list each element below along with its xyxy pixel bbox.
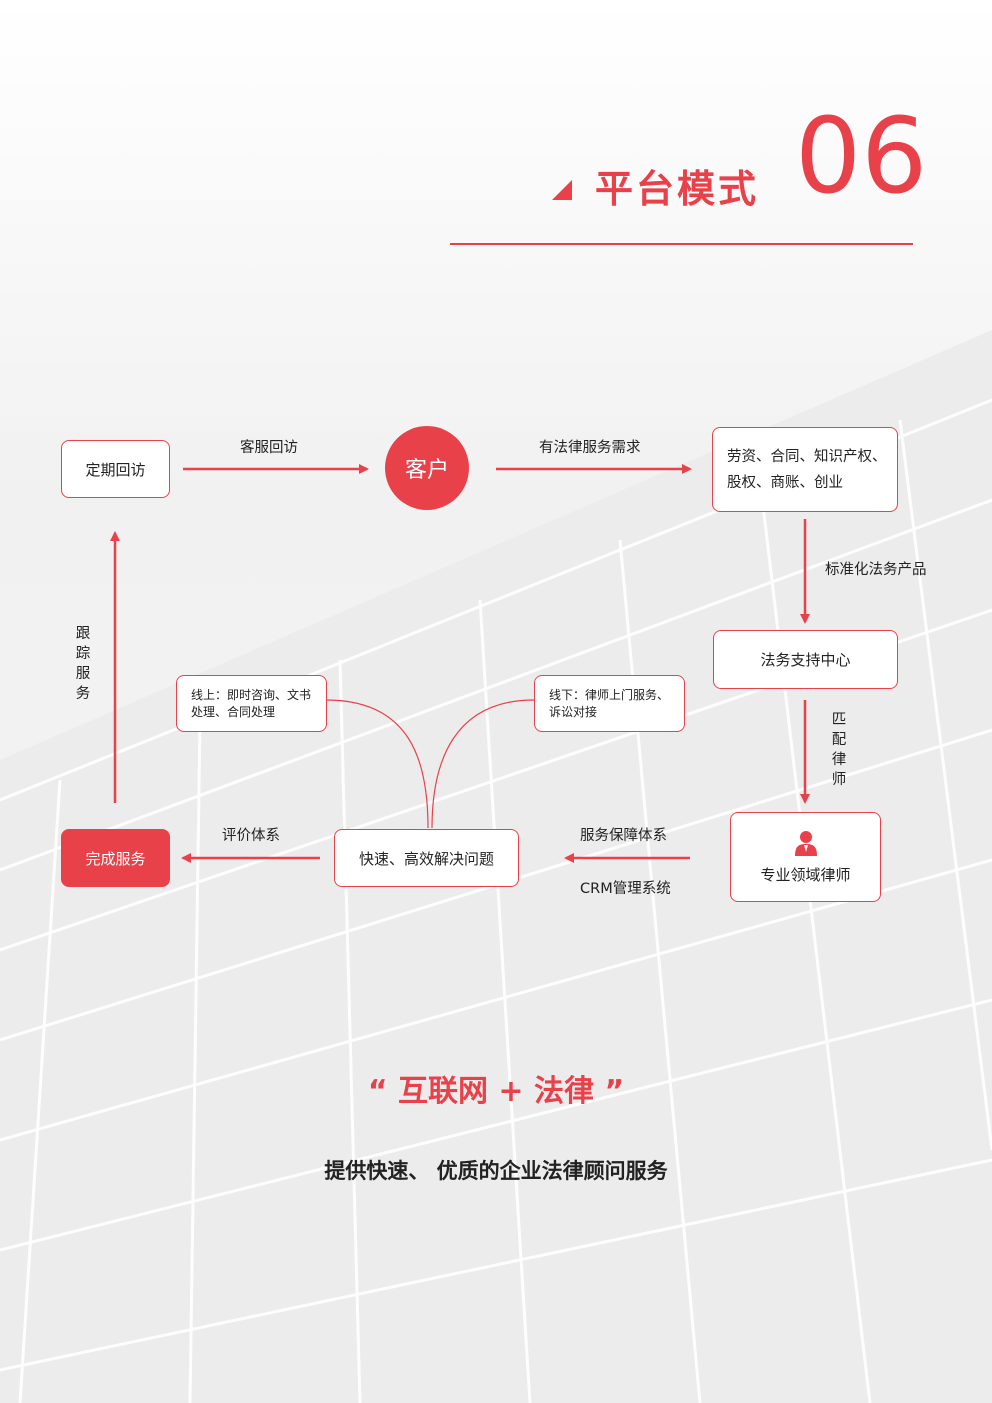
support-center-label: 法务支持中心 [760,649,850,670]
client-circle: 客户 [385,426,469,510]
client-label: 客户 [405,452,449,484]
offline-line-1: 线下：律师上门服务、 [549,687,669,704]
complete-service-label: 完成服务 [85,848,145,869]
offline-line-2: 诉讼对接 [549,704,597,721]
regular-visit-box: 定期回访 [61,440,170,498]
regular-visit-label: 定期回访 [85,459,145,480]
lawyer-person-icon [795,830,817,856]
curve-online [326,700,428,828]
evaluation-label: 评价体系 [222,824,280,845]
slogan: “ 互联网 + 法律 ” [0,1066,992,1110]
online-line-1: 线上：即时咨询、文书 [191,687,311,704]
needs-line-1: 劳资、合同、知识产权、 [727,444,887,470]
specialist-lawyer-box: 专业领域律师 [730,812,881,902]
customer-service-visit-label: 客服回访 [240,436,298,457]
needs-box: 劳资、合同、知识产权、 股权、商账、创业 [712,427,898,512]
support-center-box: 法务支持中心 [713,630,898,689]
crm-system-label: CRM管理系统 [580,877,671,898]
legal-need-label: 有法律服务需求 [539,436,641,457]
online-box: 线上：即时咨询、文书 处理、合同处理 [176,675,327,732]
specialist-lawyer-label: 专业领域律师 [760,864,850,885]
standardized-products-label: 标准化法务产品 [825,558,927,579]
tagline: 提供快速、 优质的企业法律顾问服务 [0,1155,992,1185]
solve-problem-label: 快速、高效解决问题 [359,848,494,869]
tracking-service-label: 跟踪服务 [75,624,91,704]
offline-box: 线下：律师上门服务、 诉讼对接 [534,675,685,732]
service-guarantee-label: 服务保障体系 [580,824,667,845]
match-lawyer-label: 匹配律师 [831,710,847,790]
solve-problem-box: 快速、高效解决问题 [334,829,519,887]
complete-service-box: 完成服务 [61,829,170,887]
needs-line-2: 股权、商账、创业 [727,470,843,496]
online-line-2: 处理、合同处理 [191,704,275,721]
curve-offline [432,700,534,828]
